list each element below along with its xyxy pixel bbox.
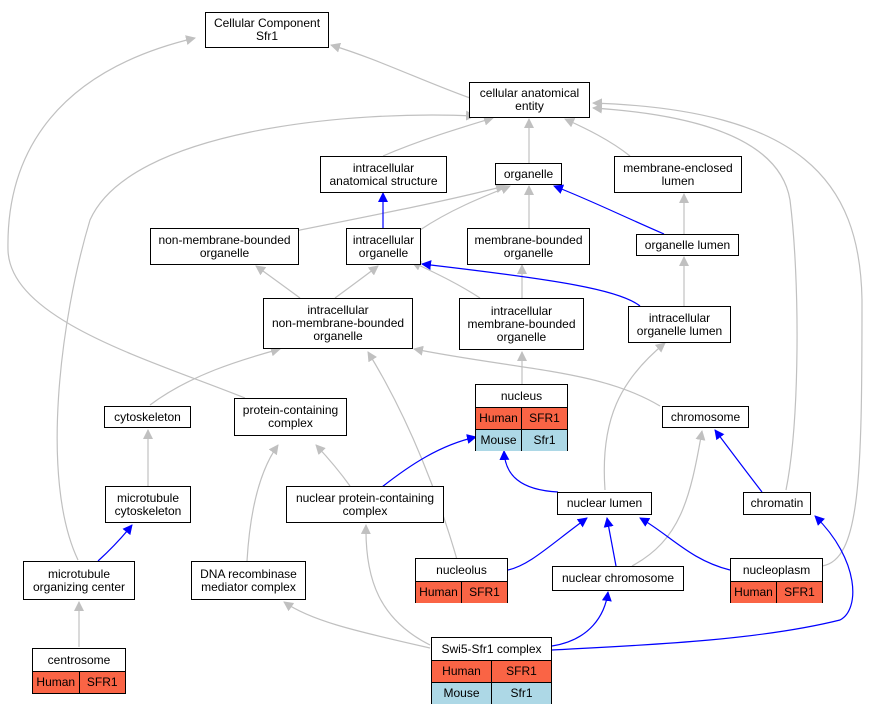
gene-row-mouse: Mouse Sfr1 [476,430,567,451]
edge-nucleolus-to-nlumen [507,517,588,571]
edge-chromosome-to-inmbo [413,345,661,407]
node-swi5-sfr1-complex[interactable]: Swi5-Sfr1 complex Human SFR1 Mouse Sfr1 [431,637,552,704]
node-nucleus[interactable]: nucleus Human SFR1 Mouse Sfr1 [475,384,568,451]
node-centrosome[interactable]: centrosome Human SFR1 [32,648,126,694]
node-cellular-component-sfr1[interactable]: Cellular Component Sfr1 [205,12,329,48]
node-cellular-anatomical-entity[interactable]: cellular anatomical entity [469,82,590,118]
edge-ias-to-cae [382,115,494,157]
gene-row-human: Human SFR1 [476,408,567,430]
node-membrane-bounded-organelle[interactable]: membrane-bounded organelle [467,228,590,265]
edge-cae-to-root [330,42,471,99]
gene-label: SFR1 [529,411,560,425]
edge-mtoc-to-cae [56,110,476,561]
edge-cytoskeleton-to-inmbo [149,346,281,406]
node-organelle-lumen[interactable]: organelle lumen [636,234,739,256]
node-dna-recombinase-mediator-complex[interactable]: DNA recombinase mediator complex [191,561,306,600]
node-nucleoplasm[interactable]: nucleoplasm Human SFR1 [730,558,823,603]
node-title: nucleolus [416,559,507,582]
edge-chromatin-to-chromosome [714,429,763,493]
edge-olumen-to-organelle [553,184,665,235]
gene-label: SFR1 [469,585,500,599]
edge-npcc-to-nucleus [381,434,477,488]
edge-io-to-organelle [419,184,511,231]
edge-npcc-to-pcc [315,444,351,487]
edge-nucleoplasm-to-cae [592,98,863,567]
node-membrane-enclosed-lumen[interactable]: membrane-enclosed lumen [614,156,742,193]
species-label: Mouse [432,683,492,704]
gene-label: SFR1 [784,585,815,599]
species-label: Human [33,672,80,693]
edge-mtoc-to-mtcyto [97,524,133,562]
edge-nchrom-to-chromosome [631,430,706,567]
gene-label: SFR1 [86,675,118,689]
edge-nlumen-to-iol [603,342,666,491]
edge-nchrom-to-nlumen [603,517,617,567]
species-label: Human [476,408,522,429]
node-nuclear-protein-containing-complex[interactable]: nuclear protein-containing complex [286,486,444,523]
edge-inmbo-to-io [334,265,379,299]
edge-iol-to-io [421,260,641,307]
gene-label: Sfr1 [510,686,533,700]
node-intracellular-membrane-bounded-organelle[interactable]: intracellular membrane-bounded organelle [459,298,584,350]
species-label: Human [432,661,492,682]
edge-nmbo-to-organelle [294,183,506,232]
gene-row-human: Human SFR1 [33,672,125,693]
gene-label: Sfr1 [533,433,556,447]
edge-mel-to-cae [564,118,631,157]
node-nucleolus[interactable]: nucleolus Human SFR1 [415,558,508,603]
edge-imbo-to-io [411,261,481,299]
node-microtubule-organizing-center[interactable]: microtubule organizing center [23,561,135,600]
node-cytoskeleton[interactable]: cytoskeleton [104,406,191,428]
gene-row-mouse: Mouse Sfr1 [432,683,551,704]
node-title: Swi5-Sfr1 complex [432,638,551,661]
gene-row-human: Human SFR1 [416,582,507,603]
edge-inmbo-to-nmbo [255,265,301,299]
node-nuclear-chromosome[interactable]: nuclear chromosome [552,566,684,591]
node-intracellular-non-membrane-bounded-organelle[interactable]: intracellular non-membrane-bounded organ… [263,298,413,349]
species-label: Mouse [476,430,522,451]
edge-nucleoplasm-to-nlumen [639,517,731,571]
edge-inmbo-nucleolus [367,351,459,564]
edge-nlumen-to-nucleus [499,450,559,493]
node-title: nucleoplasm [731,559,822,582]
species-label: Human [416,582,462,603]
edge-swi5-to-chromatin [551,515,854,651]
node-intracellular-anatomical-structure[interactable]: intracellular anatomical structure [320,156,447,193]
node-protein-containing-complex[interactable]: protein-containing complex [234,398,347,436]
species-label: Human [731,582,777,603]
node-organelle[interactable]: organelle [495,163,562,185]
gene-label: SFR1 [506,664,537,678]
node-title: nucleus [476,385,567,408]
node-chromosome[interactable]: chromosome [662,406,749,428]
edge-swi5-to-nchrom [551,591,612,647]
edge-swi5-to-drmc [283,601,431,649]
node-intracellular-organelle-lumen[interactable]: intracellular organelle lumen [628,306,731,343]
node-title: centrosome [33,649,125,672]
gene-row-human: Human SFR1 [731,582,822,603]
node-nuclear-lumen[interactable]: nuclear lumen [557,492,652,515]
node-intracellular-organelle[interactable]: intracellular organelle [346,228,421,265]
edge-swi5-to-npcc [360,524,431,646]
node-chromatin[interactable]: chromatin [743,492,811,515]
edge-drmc-to-pcc [246,444,279,562]
node-non-membrane-bounded-organelle[interactable]: non-membrane-bounded organelle [150,228,299,265]
node-microtubule-cytoskeleton[interactable]: microtubule cytoskeleton [105,486,191,523]
edge-pcc-to-root [7,35,246,399]
edge-chromatin-to-cae [592,103,798,491]
gene-row-human: Human SFR1 [432,661,551,683]
